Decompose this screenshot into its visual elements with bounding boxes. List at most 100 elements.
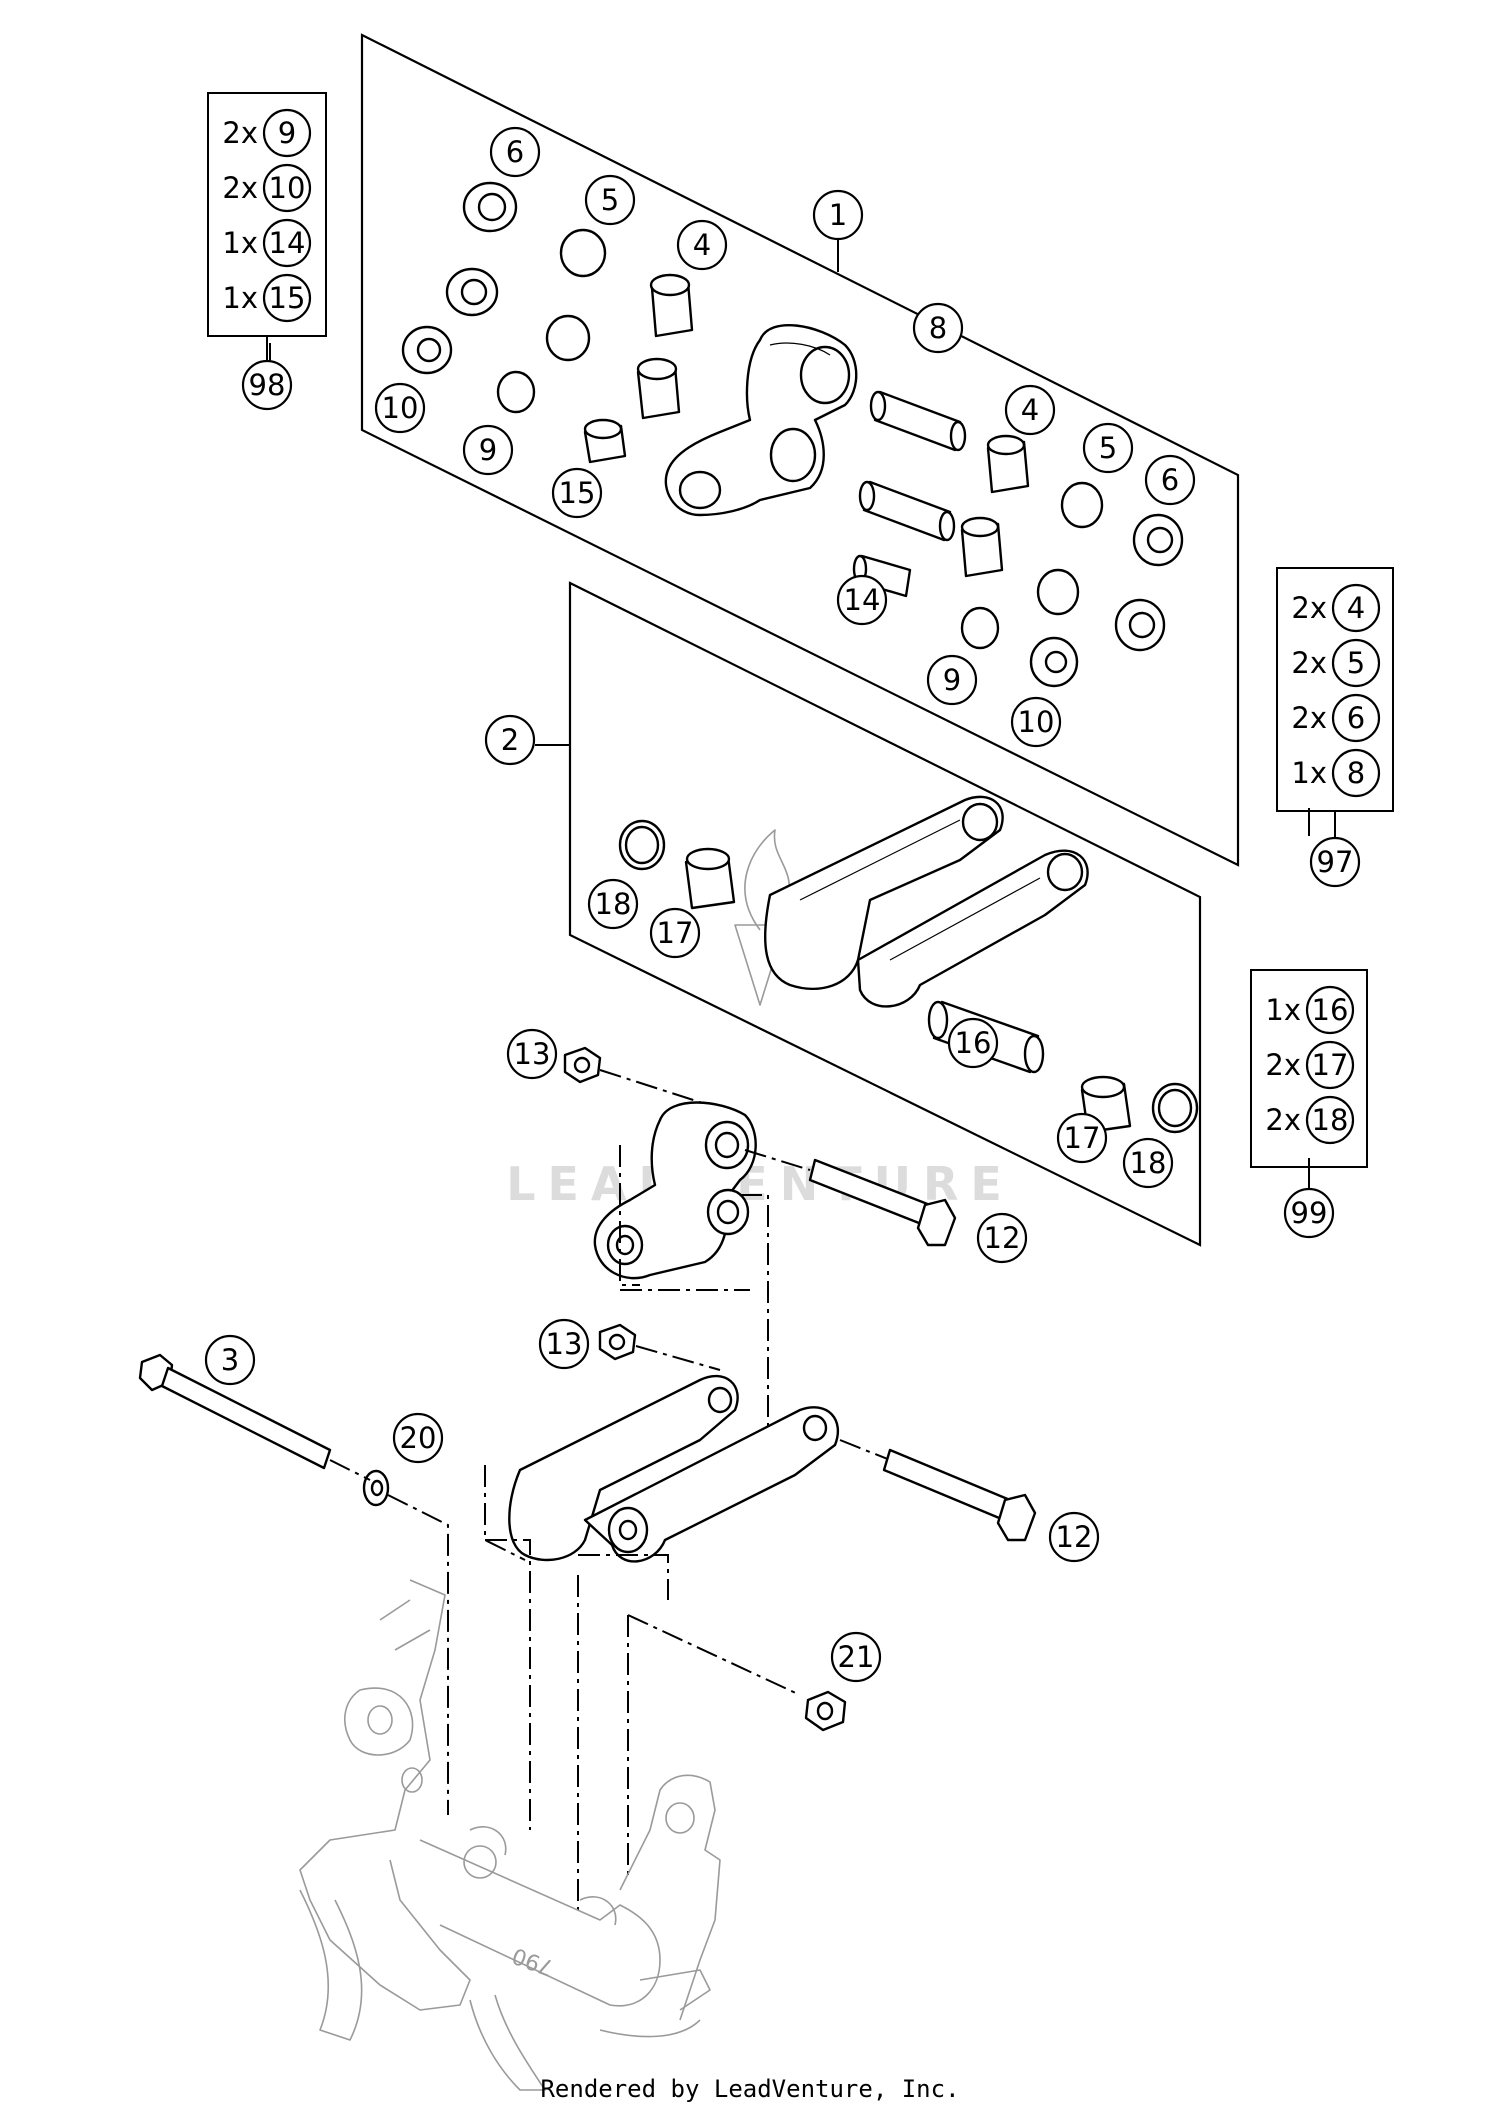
callout-12[interactable]: 12 bbox=[976, 1212, 1028, 1264]
kit-item-part[interactable]: 17 bbox=[1312, 1048, 1349, 1082]
kit-id-circle bbox=[1309, 836, 1361, 888]
callout-label: 5 bbox=[601, 183, 619, 217]
callout-label: 2 bbox=[501, 723, 519, 757]
callout-label: 4 bbox=[693, 228, 711, 262]
callout-circle bbox=[374, 382, 426, 434]
kit-item-part[interactable]: 5 bbox=[1347, 646, 1365, 680]
callout-6[interactable]: 6 bbox=[1144, 454, 1196, 506]
callout-circle bbox=[812, 189, 864, 241]
washer-5-right bbox=[1060, 481, 1104, 529]
callout-18[interactable]: 18 bbox=[1122, 1137, 1174, 1189]
seal-18-left bbox=[618, 819, 666, 871]
kit-item-circle bbox=[1331, 748, 1381, 798]
kit-item-part[interactable]: 15 bbox=[269, 281, 306, 315]
callout-group: 1234455668991010121213131415161717181820… bbox=[204, 126, 1196, 1683]
kit-id-label[interactable]: 99 bbox=[1291, 1196, 1328, 1230]
callout-16[interactable]: 16 bbox=[947, 1017, 999, 1069]
callout-10[interactable]: 10 bbox=[374, 382, 426, 434]
callout-label: 5 bbox=[1099, 431, 1117, 465]
callout-circle bbox=[551, 467, 603, 519]
callout-label: 6 bbox=[506, 135, 524, 169]
callout-6[interactable]: 6 bbox=[489, 126, 541, 178]
callout-4[interactable]: 4 bbox=[676, 219, 728, 271]
bushing-17-left bbox=[684, 847, 736, 910]
callout-5[interactable]: 5 bbox=[1082, 422, 1134, 474]
kit-item-qty: 2x bbox=[1265, 1048, 1301, 1082]
callout-circle bbox=[1082, 422, 1134, 474]
kit-item-part[interactable]: 10 bbox=[269, 171, 306, 205]
kit-item-circle bbox=[262, 218, 312, 268]
kit-item-part[interactable]: 9 bbox=[278, 116, 296, 150]
axis-lower-nut bbox=[635, 1345, 721, 1371]
kit-item-part[interactable]: 4 bbox=[1347, 591, 1365, 625]
callout-9[interactable]: 9 bbox=[926, 654, 978, 706]
callout-label: 9 bbox=[943, 663, 961, 697]
nut-21 bbox=[804, 1690, 847, 1732]
washer-5-mid bbox=[545, 314, 591, 362]
washer-9-right bbox=[960, 606, 1000, 650]
kit-id-circle bbox=[241, 359, 293, 411]
washer-5-upper bbox=[559, 228, 607, 278]
kit-item-part[interactable]: 18 bbox=[1312, 1103, 1349, 1137]
kit-item-circle bbox=[1305, 1040, 1355, 1090]
kit-item-part[interactable]: 14 bbox=[269, 226, 306, 260]
callout-label: 18 bbox=[595, 887, 632, 921]
callout-5[interactable]: 5 bbox=[584, 174, 636, 226]
kit-item-circle bbox=[262, 273, 312, 323]
bolt-12-lower bbox=[839, 1439, 1037, 1542]
callout-circle bbox=[830, 1631, 882, 1683]
kit-item-part[interactable]: 6 bbox=[1347, 701, 1365, 735]
bearing-10-right bbox=[1029, 636, 1079, 688]
kit-item-qty: 1x bbox=[222, 226, 258, 260]
callout-12[interactable]: 12 bbox=[1048, 1511, 1100, 1563]
callout-circle bbox=[489, 126, 541, 178]
callout-4[interactable]: 4 bbox=[1004, 384, 1056, 436]
callout-13[interactable]: 13 bbox=[538, 1318, 590, 1370]
callout-label: 18 bbox=[1130, 1146, 1167, 1180]
washer-20 bbox=[362, 1469, 390, 1507]
callout-circle bbox=[1010, 696, 1062, 748]
bolt-12-upper bbox=[744, 1149, 957, 1247]
callout-label: 14 bbox=[844, 583, 881, 617]
callout-label: 17 bbox=[657, 916, 694, 950]
callout-21[interactable]: 21 bbox=[830, 1631, 882, 1683]
callout-17[interactable]: 17 bbox=[649, 907, 701, 959]
kit-item-qty: 2x bbox=[1291, 701, 1327, 735]
callout-13[interactable]: 13 bbox=[506, 1028, 558, 1080]
callout-circle bbox=[484, 714, 536, 766]
callout-15[interactable]: 15 bbox=[551, 467, 603, 519]
nut-13-lower bbox=[598, 1323, 637, 1361]
kit-id-label[interactable]: 97 bbox=[1317, 845, 1354, 879]
bearing-10-left bbox=[401, 325, 453, 375]
callout-label: 13 bbox=[546, 1327, 583, 1361]
footer-credit: Rendered by LeadVenture, Inc. bbox=[540, 2075, 960, 2103]
callout-17[interactable]: 17 bbox=[1056, 1112, 1108, 1164]
pin-lower bbox=[858, 480, 956, 542]
callout-label: 17 bbox=[1064, 1121, 1101, 1155]
callout-8[interactable]: 8 bbox=[912, 302, 964, 354]
callout-2[interactable]: 2 bbox=[484, 714, 536, 766]
callout-circle bbox=[976, 1212, 1028, 1264]
kit-item-circle bbox=[1331, 638, 1381, 688]
callout-1[interactable]: 1 bbox=[812, 189, 864, 241]
bearing-6-upper bbox=[462, 181, 518, 233]
axis-bracket-upper bbox=[619, 1145, 769, 1435]
kit-item-part[interactable]: 16 bbox=[1312, 993, 1349, 1027]
kit-item-circle bbox=[1305, 985, 1355, 1035]
kit-item-circle bbox=[1305, 1095, 1355, 1145]
callout-20[interactable]: 20 bbox=[392, 1412, 444, 1464]
callout-circle bbox=[587, 878, 639, 930]
callout-18[interactable]: 18 bbox=[587, 878, 639, 930]
callout-10[interactable]: 10 bbox=[1010, 696, 1062, 748]
lever-assembled bbox=[593, 1101, 757, 1280]
callout-3[interactable]: 3 bbox=[204, 1334, 256, 1386]
kit-item-part[interactable]: 8 bbox=[1347, 756, 1365, 790]
callout-circle bbox=[947, 1017, 999, 1069]
callout-label: 10 bbox=[1018, 705, 1055, 739]
callout-9[interactable]: 9 bbox=[462, 424, 514, 476]
callout-circle bbox=[462, 424, 514, 476]
panel-part-2 bbox=[568, 581, 1202, 1247]
kit-id-label[interactable]: 98 bbox=[249, 368, 286, 402]
seal-18-right bbox=[1151, 1082, 1199, 1134]
callout-14[interactable]: 14 bbox=[836, 574, 888, 626]
